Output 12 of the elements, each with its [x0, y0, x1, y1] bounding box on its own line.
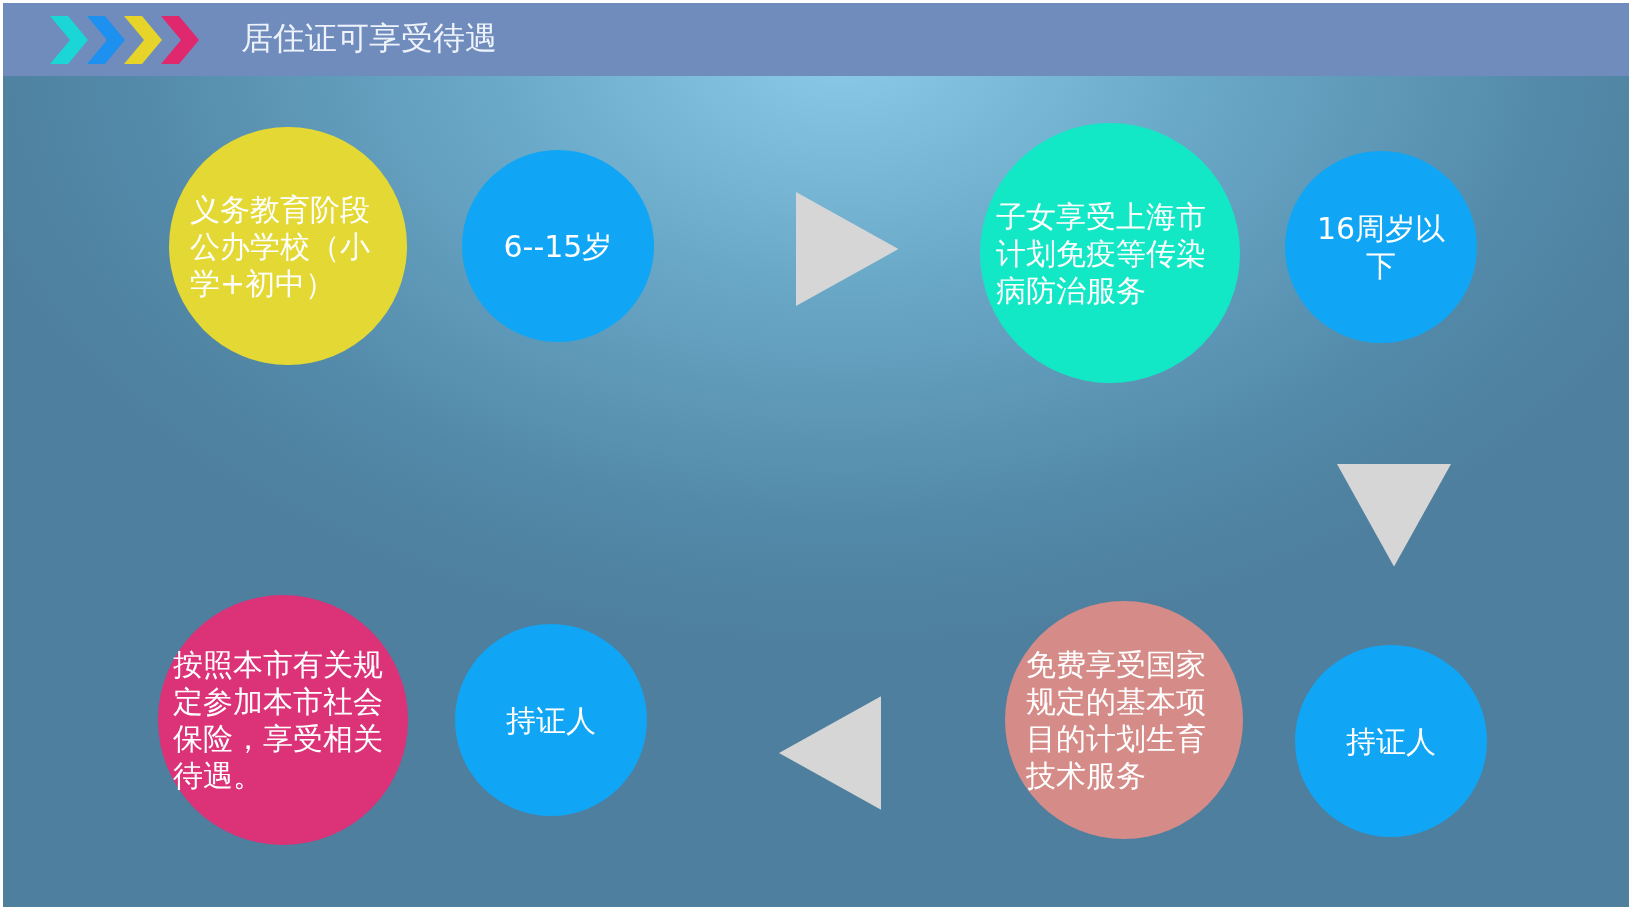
node-text: 免费享受国家规定的基本项目的计划生育技术服务: [1026, 646, 1207, 794]
triangle-arrow: [1337, 463, 1451, 567]
triangle-arrow: [795, 192, 899, 306]
node-text: 6--15岁: [502, 227, 614, 265]
node-text: 持证人: [1345, 722, 1437, 760]
title: 居住证可享受待遇: [241, 18, 497, 59]
node-text: 按照本市有关规定参加本市社会保险，享受相关待遇。: [173, 646, 384, 794]
node-text: 持证人: [505, 701, 597, 739]
node-text: 子女享受上海市计划免疫等传染病防治服务: [996, 197, 1207, 309]
node-text: 16周岁以下: [1315, 210, 1447, 284]
triangle-arrow: [778, 696, 882, 810]
node-text: 义务教育阶段公办学校（小学+初中）: [190, 190, 371, 302]
